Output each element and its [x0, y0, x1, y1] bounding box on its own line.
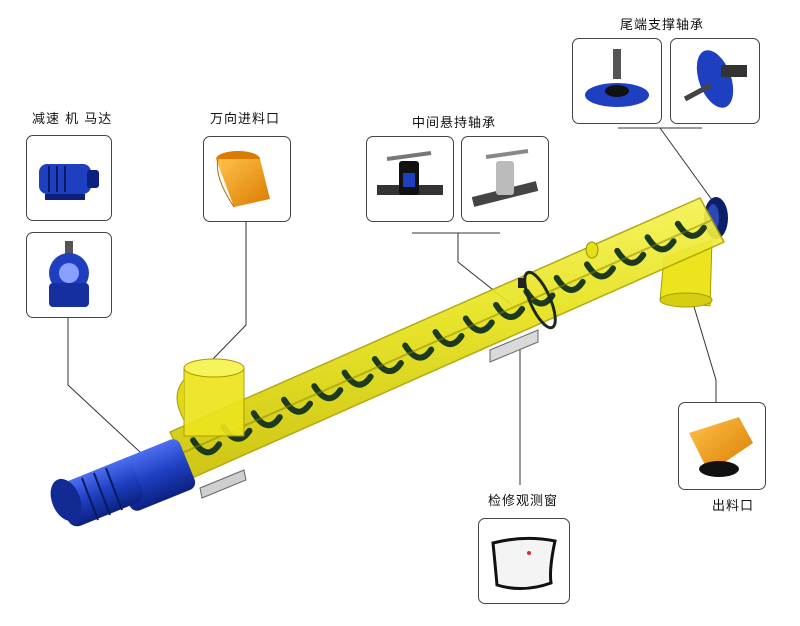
tail-bearing-icon [585, 49, 649, 107]
inset-tail-bearing-1 [572, 38, 662, 124]
tail-bearing-alt-icon [683, 50, 747, 108]
inset-inspection-window [478, 518, 570, 604]
hanger-bearing-icon [377, 151, 443, 195]
motor-icon [39, 164, 99, 200]
leader-tail [659, 127, 713, 201]
label-inspection-window: 检修观测窗 [488, 494, 559, 509]
inset-bearing-1 [366, 136, 454, 222]
inset-motor [26, 135, 112, 221]
screw-flights [190, 220, 707, 456]
label-universal-inlet: 万向进料口 [210, 112, 281, 127]
inlet-elbow-icon [216, 151, 270, 208]
inset-inlet [203, 136, 291, 222]
base-bracket [199, 469, 247, 499]
inspection-plate [489, 329, 539, 363]
window-gasket-icon [491, 536, 557, 590]
label-tail-bearing: 尾端支撑轴承 [620, 18, 705, 33]
inset-tail-bearing-2 [670, 38, 760, 124]
label-motor-reducer: 减速 机 马达 [32, 112, 113, 127]
conveyor-tube [168, 197, 726, 479]
hanger-bearing-alt-icon [471, 149, 539, 207]
leader-outlet [691, 299, 717, 402]
motor-reducer [50, 439, 196, 527]
inlet-hopper [176, 358, 245, 437]
leader-motor [67, 318, 141, 453]
leader-lines [67, 127, 717, 485]
hanger-ring [518, 241, 599, 330]
label-outlet: 出料口 [712, 499, 755, 514]
gear-reducer-icon [49, 241, 89, 307]
inset-outlet [678, 402, 766, 490]
outlet-elbow-icon [689, 417, 753, 477]
inset-bearing-2 [461, 136, 549, 222]
leader-inlet [211, 222, 247, 361]
label-intermediate-bearing: 中间悬持轴承 [412, 116, 497, 131]
inset-reducer [26, 232, 112, 318]
